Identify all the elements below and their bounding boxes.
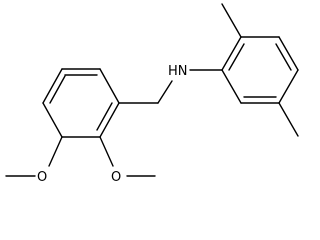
meta-methyl-bond [278,102,299,137]
dimethoxyphenyl-ring [42,68,120,138]
methylene-linker [118,80,173,104]
amine-nh-label: HN [168,64,188,79]
methoxy-oxygen-right-label: O [111,170,121,185]
methoxy-oxygen-left-label: O [37,170,47,185]
methoxy-group-right [99,136,156,177]
ortho-methyl-bond [221,3,242,38]
methoxy-group-left [5,136,63,177]
dimethylphenyl-ring [221,36,299,104]
chemical-structure-diagram: HN O O [5,3,299,185]
